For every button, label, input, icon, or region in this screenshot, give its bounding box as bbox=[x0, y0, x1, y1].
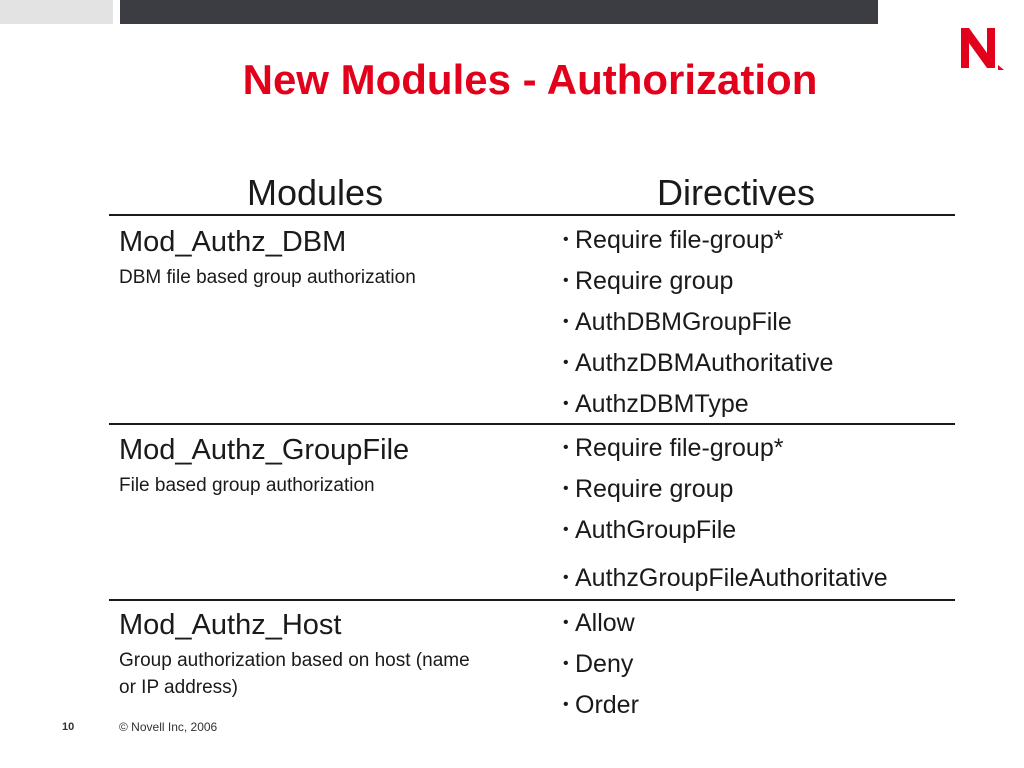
list-item: • AuthzDBMAuthoritative bbox=[563, 349, 833, 390]
list-item: • Deny bbox=[563, 650, 639, 691]
top-bar-light bbox=[0, 0, 113, 24]
directive-list: • Require file-group* • Require group • Aut… bbox=[563, 434, 888, 605]
bullet-icon: • bbox=[563, 231, 569, 248]
bullet-icon: • bbox=[563, 313, 569, 330]
module-name: Mod_Authz_DBM bbox=[119, 226, 347, 258]
list-item: • Require file-group* bbox=[563, 434, 888, 475]
list-item: • AuthzGroupFileAuthoritative bbox=[563, 564, 888, 605]
module-description: DBM file based group authorization bbox=[119, 267, 416, 288]
directive-label: Require file-group* bbox=[575, 434, 784, 462]
row-divider bbox=[109, 599, 955, 601]
directive-label: Order bbox=[575, 691, 639, 719]
top-bar-dark bbox=[120, 0, 878, 24]
column-header-modules: Modules bbox=[247, 172, 384, 213]
bullet-icon: • bbox=[563, 272, 569, 289]
column-header-directives: Directives bbox=[657, 172, 816, 213]
bullet-icon: • bbox=[563, 521, 569, 538]
list-item: • AuthGroupFile bbox=[563, 516, 888, 557]
bullet-icon: • bbox=[563, 614, 569, 631]
directive-label: Allow bbox=[575, 609, 635, 637]
header-divider bbox=[109, 214, 955, 216]
directive-label: Require file-group* bbox=[575, 226, 784, 254]
list-item: • Require file-group* bbox=[563, 226, 833, 267]
list-item: • AuthzDBMType bbox=[563, 390, 833, 431]
bullet-icon: • bbox=[563, 569, 569, 586]
module-description: File based group authorization bbox=[119, 475, 375, 496]
directive-label: AuthGroupFile bbox=[575, 516, 737, 544]
directive-list: • Require file-group* • Require group • Aut… bbox=[563, 226, 833, 431]
bullet-icon: • bbox=[563, 439, 569, 456]
list-item: • Require group bbox=[563, 475, 888, 516]
list-item: • Order bbox=[563, 691, 639, 732]
list-item: • Allow bbox=[563, 609, 639, 650]
module-description: Group authorization based on host (name … bbox=[119, 650, 470, 698]
bullet-icon: • bbox=[563, 395, 569, 412]
directive-label: Require group bbox=[575, 267, 734, 295]
list-item: • Require group bbox=[563, 267, 833, 308]
bullet-icon: • bbox=[563, 480, 569, 497]
directive-label: Require group bbox=[575, 475, 734, 503]
slide-title: New Modules - Authorization bbox=[242, 56, 818, 103]
copyright-text: © Novell Inc, 2006 bbox=[119, 720, 218, 734]
directive-label: Deny bbox=[575, 650, 634, 678]
directive-label: AuthzDBMType bbox=[575, 390, 749, 418]
directive-label: AuthzGroupFileAuthoritative bbox=[575, 564, 888, 592]
module-name: Mod_Authz_GroupFile bbox=[119, 434, 410, 466]
list-item: • AuthDBMGroupFile bbox=[563, 308, 833, 349]
directive-label: AuthzDBMAuthoritative bbox=[575, 349, 834, 377]
bullet-icon: • bbox=[563, 696, 569, 713]
bullet-icon: • bbox=[563, 655, 569, 672]
directive-list: • Allow • Deny • Order bbox=[563, 609, 639, 732]
bullet-icon: • bbox=[563, 354, 569, 371]
directive-label: AuthDBMGroupFile bbox=[575, 308, 792, 336]
row-divider bbox=[109, 423, 955, 425]
novell-logo-icon bbox=[961, 28, 1004, 70]
page-number: 10 bbox=[62, 721, 75, 733]
module-name: Mod_Authz_Host bbox=[119, 609, 342, 641]
